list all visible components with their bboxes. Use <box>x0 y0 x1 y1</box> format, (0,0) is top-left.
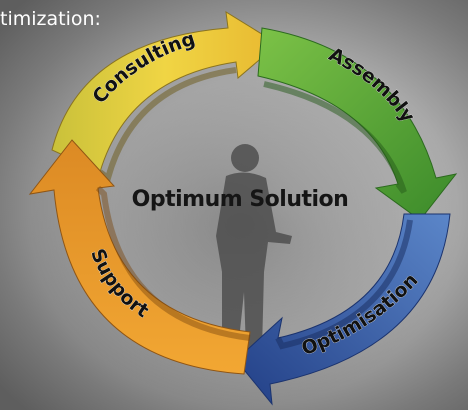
center-label: Optimum Solution <box>132 187 349 212</box>
optimisation-arrow <box>235 213 451 406</box>
person-silhouette <box>216 144 292 350</box>
support-arrow <box>28 139 251 375</box>
assembly-arrow <box>257 27 458 221</box>
page-heading: timization: <box>0 8 101 30</box>
